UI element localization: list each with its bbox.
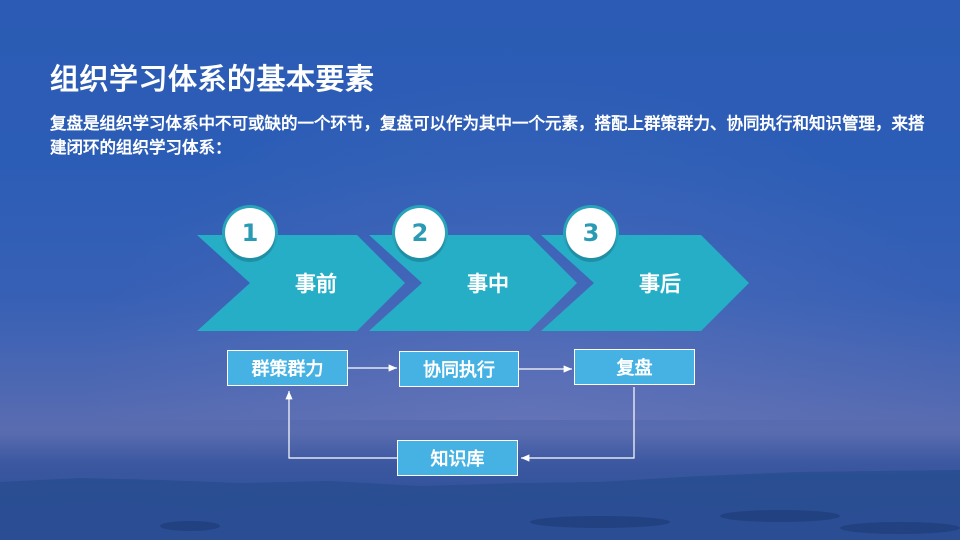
stage-label-after: 事后	[639, 272, 681, 296]
page-title: 组织学习体系的基本要素	[50, 62, 375, 96]
flow-box-review: 复盘	[574, 349, 695, 385]
flow-box-collaborative-execution: 协同执行	[399, 351, 519, 387]
flow-box-brainstorm: 群策群力	[227, 350, 348, 386]
stage-chevron-3	[541, 235, 751, 331]
stage-label-during: 事中	[467, 272, 509, 296]
flow-box-knowledge-base: 知识库	[397, 440, 518, 476]
step-badge-3: 3	[566, 208, 616, 258]
description-text: 复盘是组织学习体系中不可或缺的一个环节，复盘可以作为其中一个元素，搭配上群策群力…	[50, 114, 925, 157]
stage-chevron-2	[369, 235, 579, 331]
stage-chevron-1	[197, 235, 407, 331]
step-badge-2: 2	[395, 208, 445, 258]
step-badge-1: 1	[225, 208, 275, 258]
stage-label-before: 事前	[295, 272, 337, 296]
